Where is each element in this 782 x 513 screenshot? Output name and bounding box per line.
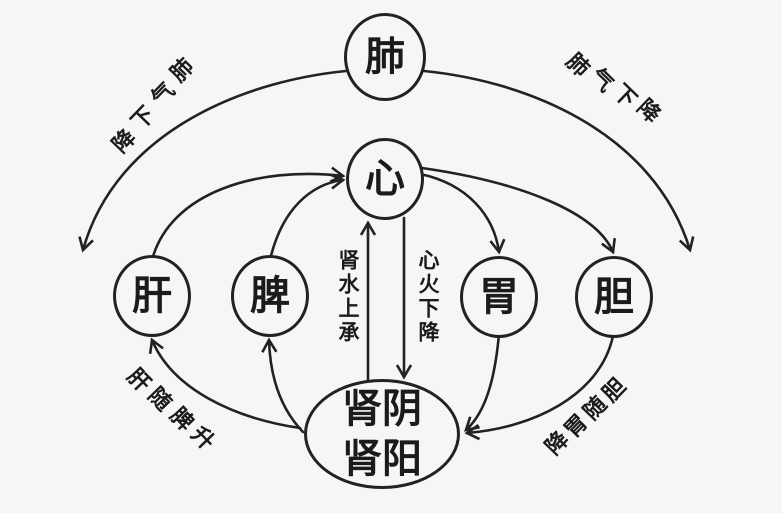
arrow-spleen-to-heart xyxy=(268,173,346,262)
node-kidney-label: 肾阴 肾阳 xyxy=(342,384,422,484)
arrow-kidney-to-liver xyxy=(148,337,302,430)
node-heart: 心 xyxy=(346,138,424,220)
arrow-heart-to-gallbladder xyxy=(420,166,617,255)
arrow-heart-to-stomach xyxy=(418,172,506,255)
node-stomach-label: 胃 xyxy=(479,274,519,320)
node-gallbladder-label: 胆 xyxy=(594,274,634,320)
node-lung: 肺 xyxy=(344,13,426,101)
kidney-yang-line: 肾阳 xyxy=(342,436,422,482)
arrow-lung-qi-descend-right xyxy=(410,68,695,253)
node-gallbladder: 胆 xyxy=(575,256,653,338)
edge-label-heart-fire-descends: 心火下降 xyxy=(416,249,440,345)
arrow-lung-qi-descend-left xyxy=(78,68,360,253)
node-liver: 肝 xyxy=(113,255,191,337)
arrow-liver-to-heart xyxy=(150,166,346,262)
kidney-yin-line: 肾阴 xyxy=(342,386,422,432)
node-spleen-label: 脾 xyxy=(250,273,290,319)
arrow-gallbladder-to-kidney xyxy=(464,334,615,441)
arrow-stomach-to-kidney xyxy=(464,332,501,432)
node-stomach: 胃 xyxy=(460,256,538,338)
arrow-kidney-to-spleen xyxy=(261,337,305,434)
edge-label-kidney-water-ascends: 肾水上承 xyxy=(336,249,360,345)
node-spleen: 脾 xyxy=(231,255,309,337)
node-liver-label: 肝 xyxy=(132,273,172,319)
node-lung-label: 肺 xyxy=(365,34,405,80)
node-heart-label: 心 xyxy=(365,156,405,202)
node-kidney-yin-yang: 肾阴 肾阳 xyxy=(304,379,460,489)
